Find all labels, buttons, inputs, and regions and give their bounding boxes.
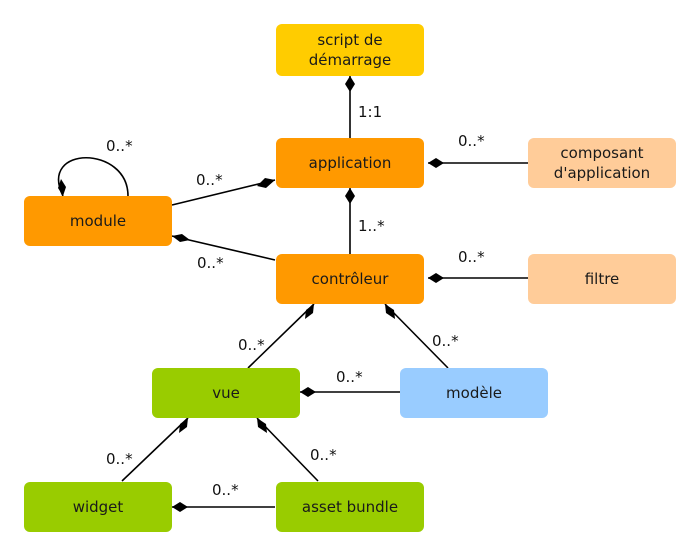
edge-controleur-vue [247, 303, 315, 369]
diamond-module-self [58, 179, 66, 196]
node-label: widget [72, 498, 124, 516]
node-label: module [69, 212, 127, 230]
mult-controleur-vue: 0..* [238, 336, 265, 354]
mult-module-self: 0..* [106, 137, 133, 155]
node-label: filtre [584, 270, 620, 288]
node-controleur: contrôleur [276, 254, 424, 304]
mult-vue-modele: 0..* [336, 368, 363, 386]
diamond-app-module [257, 178, 275, 188]
node-vue: vue [152, 368, 300, 418]
diamond-vue-widget [179, 418, 188, 433]
mult-app-controleur: 1..* [358, 217, 385, 235]
edge-module-self [57, 157, 129, 197]
node-label: asset bundle [301, 498, 399, 516]
diamond-app-composant [428, 158, 444, 168]
node-label: vue [212, 384, 240, 402]
node-module: module [24, 196, 172, 246]
diamond-vue-asset [257, 418, 267, 433]
node-widget: widget [24, 482, 172, 532]
mult-vue-asset: 0..* [310, 446, 337, 464]
node-modele: modèle [400, 368, 548, 418]
diamond-controleur-vue [305, 304, 314, 319]
mult-vue-widget: 0..* [106, 450, 133, 468]
edge-vue-asset [256, 417, 319, 482]
edge-vue-widget [121, 417, 189, 482]
mult-controleur-modele: 0..* [432, 332, 459, 350]
diamond-module-controleur [172, 234, 190, 242]
node-label: composant d'application [553, 144, 651, 182]
node-application: application [276, 138, 424, 188]
node-composant-d-application: composant d'application [528, 138, 676, 188]
mult-module-controleur: 0..* [197, 254, 224, 272]
diamond-controleur-modele [385, 304, 395, 319]
edge-controleur-modele [384, 303, 449, 369]
node-label: contrôleur [311, 270, 389, 288]
diamond-script [345, 76, 355, 92]
node-script-de-demarrage: script de démarrage [276, 24, 424, 76]
node-label: script de démarrage [308, 31, 392, 69]
mult-app-module: 0..* [196, 171, 223, 189]
node-asset-bundle: asset bundle [276, 482, 424, 532]
node-label: application [308, 154, 392, 172]
node-filtre: filtre [528, 254, 676, 304]
mult-controleur-filtre: 0..* [458, 248, 485, 266]
diamond-app-controleur [345, 188, 355, 204]
mult-script-app: 1:1 [358, 103, 383, 121]
diamond-vue-modele [300, 387, 316, 397]
mult-app-composant: 0..* [458, 132, 485, 150]
diamond-widget-asset [172, 502, 188, 512]
node-label: modèle [446, 384, 502, 402]
diamond-controleur-filtre [428, 273, 444, 283]
edge-app-module [171, 179, 276, 206]
mult-widget-asset: 0..* [212, 481, 239, 499]
